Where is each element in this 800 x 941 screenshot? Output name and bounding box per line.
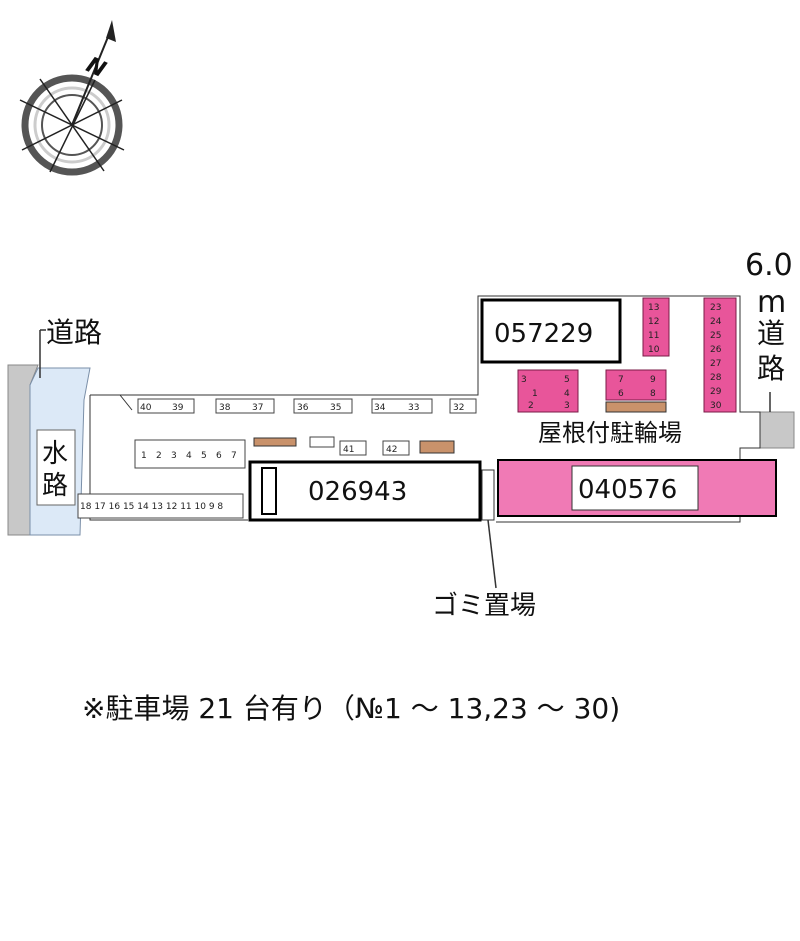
svg-text:5: 5 <box>564 375 570 385</box>
svg-text:37: 37 <box>252 403 263 413</box>
mid-strip: 41 42 <box>253 436 455 456</box>
svg-text:6: 6 <box>216 451 222 461</box>
svg-text:8: 8 <box>650 389 656 399</box>
svg-text:27: 27 <box>710 359 721 369</box>
road-unit-label: m <box>757 285 786 320</box>
svg-text:2: 2 <box>156 451 162 461</box>
left-road: 道路 水 路 <box>7 316 102 536</box>
svg-text:41: 41 <box>343 445 354 455</box>
parking-slots-6-9: 7 9 6 8 <box>605 369 667 413</box>
svg-text:2: 2 <box>528 401 534 411</box>
svg-text:25: 25 <box>710 331 721 341</box>
building-040576: 040576 <box>497 459 777 517</box>
svg-text:10: 10 <box>648 345 660 355</box>
svg-text:29: 29 <box>710 387 722 397</box>
svg-text:35: 35 <box>330 403 341 413</box>
svg-text:3: 3 <box>521 375 527 385</box>
garbage-label: ゴミ置場 <box>432 591 536 621</box>
building-057229: 057229 <box>480 298 622 364</box>
waterway-label-1: 水 <box>42 439 68 469</box>
road-left-label: 道路 <box>46 316 102 349</box>
svg-text:12: 12 <box>648 317 659 327</box>
svg-text:3: 3 <box>171 451 177 461</box>
svg-text:1: 1 <box>141 451 147 461</box>
parking-col-23-30: 23 24 25 26 27 28 29 30 <box>703 297 737 413</box>
building-id-040576: 040576 <box>578 475 677 505</box>
parking-slots-1-5: 31 25 43 <box>517 369 579 413</box>
top-parking-row: 40 39 38 37 36 35 34 33 32 <box>137 398 477 414</box>
svg-text:4: 4 <box>186 451 192 461</box>
svg-text:7: 7 <box>231 451 237 461</box>
svg-text:30: 30 <box>710 401 722 411</box>
svg-text:5: 5 <box>201 451 207 461</box>
bike-parking-label: 屋根付駐輪場 <box>538 419 682 447</box>
svg-text:33: 33 <box>408 403 419 413</box>
svg-text:26: 26 <box>710 345 722 355</box>
svg-text:7: 7 <box>618 375 624 385</box>
svg-text:18 17 16 15 14 13 12 11 10 9: 18 17 16 15 14 13 12 11 10 9 8 <box>80 502 223 512</box>
svg-text:40: 40 <box>140 403 152 413</box>
compass-icon: N <box>19 20 125 176</box>
road-right-label-1: 道 <box>757 317 785 350</box>
garbage-area: ゴミ置場 <box>432 469 536 621</box>
parking-col-13-10: 13 12 11 10 <box>642 297 670 357</box>
building-026943: 026943 <box>248 460 482 522</box>
svg-text:42: 42 <box>386 445 397 455</box>
svg-text:28: 28 <box>710 373 722 383</box>
svg-text:32: 32 <box>453 403 464 413</box>
building-id-026943: 026943 <box>308 477 407 507</box>
svg-text:4: 4 <box>564 389 570 399</box>
building-id-057229: 057229 <box>494 319 593 349</box>
svg-text:36: 36 <box>297 403 309 413</box>
right-road: 6.0 m 道 路 <box>745 248 795 449</box>
svg-text:9: 9 <box>650 375 656 385</box>
parking-note: ※駐車場 21 台有り（№1 ～ 13,23 ～ 30) <box>82 692 620 725</box>
svg-text:1: 1 <box>532 389 538 399</box>
svg-text:11: 11 <box>648 331 659 341</box>
svg-text:3: 3 <box>564 401 570 411</box>
waterway-label-2: 路 <box>42 471 68 501</box>
road-right-label-2: 路 <box>757 352 785 385</box>
svg-text:24: 24 <box>710 317 722 327</box>
svg-text:38: 38 <box>219 403 231 413</box>
svg-text:6: 6 <box>618 389 624 399</box>
svg-text:39: 39 <box>172 403 184 413</box>
svg-text:34: 34 <box>374 403 386 413</box>
road-width-label: 6.0 <box>745 248 793 283</box>
svg-text:13: 13 <box>648 303 659 313</box>
svg-text:23: 23 <box>710 303 721 313</box>
